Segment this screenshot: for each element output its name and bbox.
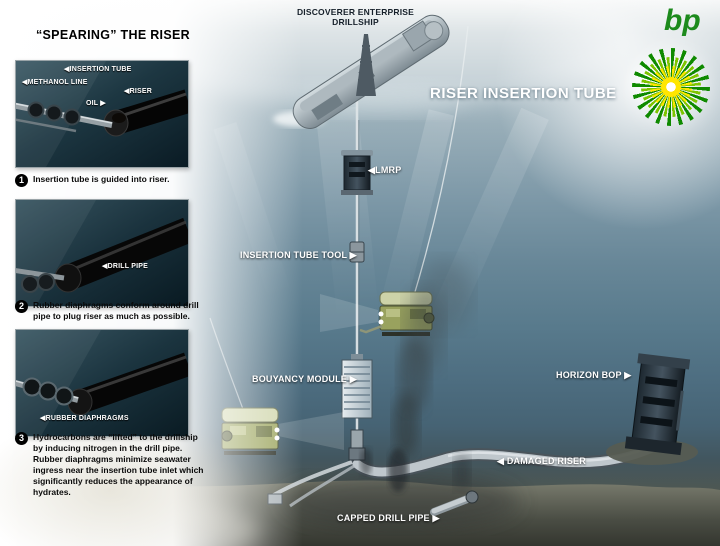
rubber-diaphragm xyxy=(22,377,42,397)
drillship-label-line2: DRILLSHIP xyxy=(332,17,379,28)
rov2-light xyxy=(274,427,280,433)
manifold xyxy=(267,493,283,505)
step1-caption-row: 1 Insertion tube is guided into riser. xyxy=(15,174,205,187)
page-title: RISER INSERTION TUBE xyxy=(430,85,617,102)
step1-illustration xyxy=(16,61,188,167)
bp-logo: bp xyxy=(630,4,716,128)
step3-illustration xyxy=(16,330,188,436)
step2-caption: Rubber diaphragms conform around drill p… xyxy=(33,300,199,322)
label-methanol-line: ◀METHANOL LINE xyxy=(22,79,88,86)
diaphragm-disc xyxy=(63,108,81,126)
oil-blob xyxy=(112,113,126,123)
step3-caption: Hydrocarbons are “lifted” to the drillsh… xyxy=(33,432,204,498)
label-lmrp: ◀LMRP xyxy=(368,165,402,175)
label-insertion-tube-tool: INSERTION TUBE TOOL ▶ xyxy=(240,250,357,260)
rov2-light-beam xyxy=(278,412,344,450)
step1-caption: Insertion tube is guided into riser. xyxy=(33,174,170,184)
rov2-light xyxy=(274,435,280,441)
drillship-label-line1: DISCOVERER ENTERPRISE xyxy=(296,7,415,17)
drillship-label: DISCOVERER ENTERPRISE DRILLSHIP xyxy=(288,7,423,27)
riser-pipe xyxy=(63,217,188,291)
step1-number: 1 xyxy=(15,174,28,187)
label-capped-drill-pipe: CAPPED DRILL PIPE ▶ xyxy=(337,513,440,523)
drill-pipe xyxy=(16,268,65,281)
step2-caption-row: 2 Rubber diaphragms conform around drill… xyxy=(15,300,205,322)
pipe-cap xyxy=(465,490,479,504)
step2-panel: ◀DRILL PIPE xyxy=(15,199,189,307)
label-oil: OIL ▶ xyxy=(86,100,106,107)
rov1-light xyxy=(378,319,384,325)
rubber-diaphragm xyxy=(38,381,58,401)
methanol-line xyxy=(16,118,77,133)
bp-helios-icon xyxy=(632,48,710,126)
rubber-diaphragm xyxy=(54,386,74,406)
label-damaged-riser: ◀ DAMAGED RISER xyxy=(497,456,586,466)
left-panel-title: “SPEARING” THE RISER xyxy=(36,28,190,42)
label-horizon-bop: HORIZON BOP ▶ xyxy=(556,370,632,380)
label-drill-pipe: ◀DRILL PIPE xyxy=(102,263,148,270)
rov1-light-beam xyxy=(320,294,378,332)
rov1-arm xyxy=(359,324,383,334)
helios-core xyxy=(661,77,681,97)
step3-caption-row: 3 Hydrocarbons are “lifted” to the drill… xyxy=(15,432,205,498)
step2-illustration xyxy=(16,200,188,306)
bp-wordmark: bp xyxy=(664,4,701,37)
horizon-bop xyxy=(624,353,691,456)
label-bouyancy-module: BOUYANCY MODULE ▶ xyxy=(252,374,357,384)
step1-panel: ◀INSERTION TUBE ◀METHANOL LINE OIL ▶ ◀RI… xyxy=(15,60,189,168)
step3-number: 3 xyxy=(15,432,28,445)
step2-number: 2 xyxy=(15,300,28,313)
diaphragm-disc xyxy=(21,275,39,293)
diaphragm-disc xyxy=(27,101,45,119)
riser-pipe xyxy=(76,352,188,414)
step3-panel: ◀RUBBER DIAPHRAGMS xyxy=(15,329,189,437)
label-riser: ◀RISER xyxy=(124,88,152,95)
label-insertion-tube: ◀INSERTION TUBE xyxy=(64,66,132,73)
label-rubber-diaphragms: ◀RUBBER DIAPHRAGMS xyxy=(40,415,129,422)
buoyancy-module xyxy=(341,354,373,419)
rov1-light xyxy=(378,311,384,317)
diaphragm-disc xyxy=(37,273,55,291)
diaphragm-disc xyxy=(45,104,63,122)
